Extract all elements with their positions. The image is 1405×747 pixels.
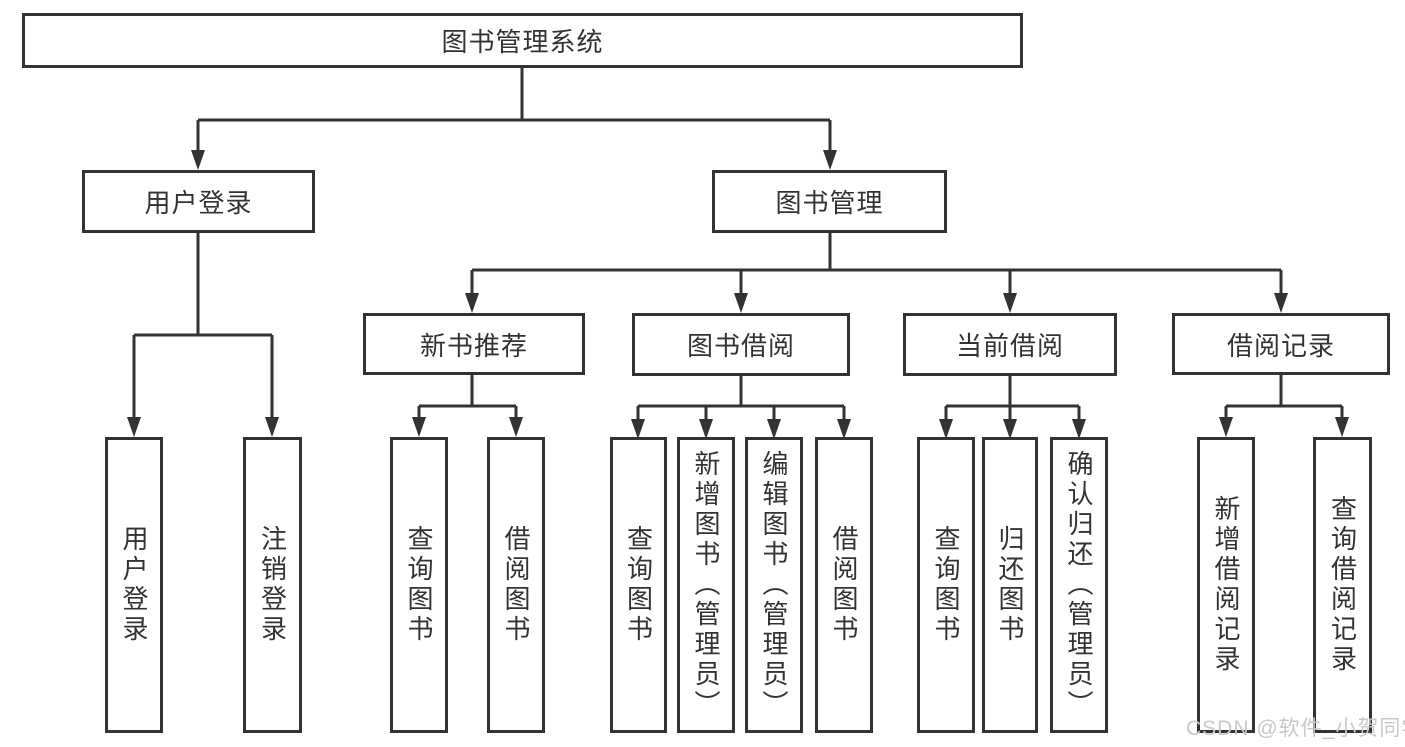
- leaf-borrow-books-recommend: 借阅图书: [487, 437, 545, 733]
- leaf-user-login: 用户登录: [105, 437, 163, 733]
- leaf-edit-book-admin: 编辑图书（管理员）: [745, 437, 803, 733]
- connector-strokes: [132, 68, 1344, 422]
- leaf-borrow-books-borrow: 借阅图书: [815, 437, 873, 733]
- node-library-system: 图书管理系统: [22, 13, 1023, 68]
- node-current-borrow: 当前借阅: [903, 313, 1117, 376]
- leaf-query-books-recommend: 查询图书: [390, 437, 448, 733]
- leaf-query-books-current: 查询图书: [917, 437, 975, 733]
- leaf-logout: 注销登录: [243, 437, 302, 733]
- leaf-confirm-return-admin: 确认归还（管理员）: [1050, 437, 1108, 733]
- leaf-query-books-borrow: 查询图书: [610, 437, 667, 733]
- leaf-add-borrow-record: 新增借阅记录: [1197, 437, 1255, 733]
- node-new-book-recommend: 新书推荐: [363, 313, 585, 375]
- node-borrow-records: 借阅记录: [1172, 313, 1390, 375]
- leaf-add-book-admin: 新增图书（管理员）: [677, 437, 735, 733]
- csdn-watermark: CSDN @软件_小贺同学: [1186, 717, 1405, 740]
- leaf-query-borrow-record: 查询借阅记录: [1313, 437, 1372, 733]
- arrowheads: [127, 150, 1349, 439]
- node-user-login: 用户登录: [82, 170, 315, 233]
- leaf-return-book: 归还图书: [982, 437, 1038, 733]
- node-book-borrow: 图书借阅: [632, 313, 850, 376]
- node-book-management: 图书管理: [712, 170, 947, 233]
